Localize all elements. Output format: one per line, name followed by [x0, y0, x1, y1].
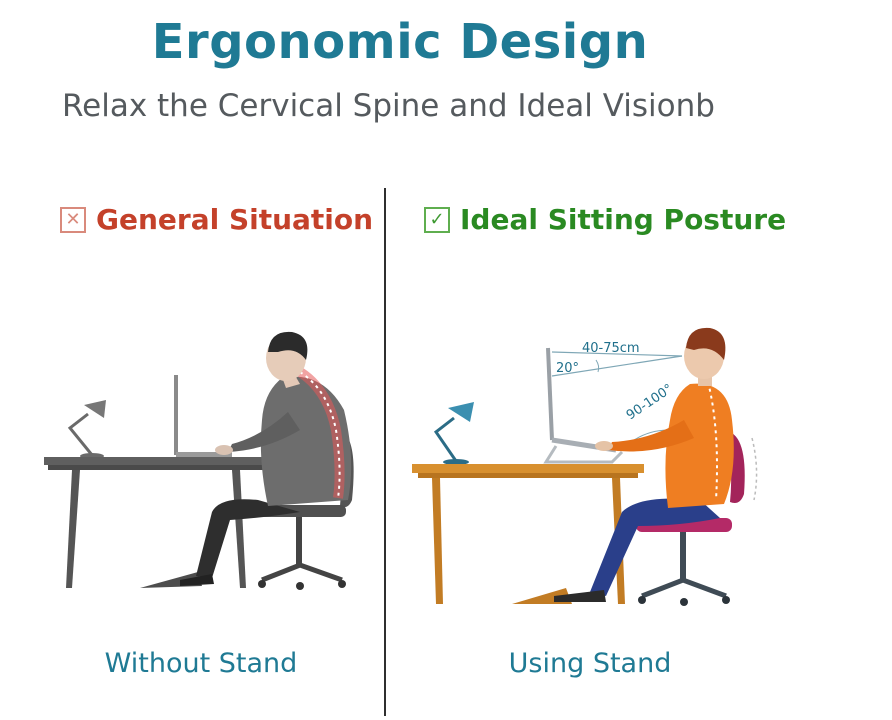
page-title: Ergonomic Design [151, 14, 649, 70]
left-caption: Without Stand [104, 648, 298, 679]
right-scene: 40-75cm 20° 90-100° [412, 327, 758, 606]
left-heading: ✕ General Situation [60, 203, 373, 236]
arm-angle-annotation: 90-100° [624, 381, 676, 423]
left-person [180, 331, 352, 586]
left-laptop [174, 375, 232, 457]
screen-angle-annotation: 20° [556, 361, 579, 376]
distance-annotation: 40-75cm [582, 341, 640, 356]
page-subtitle: Relax the Cervical Spine and Ideal Visio… [62, 88, 715, 124]
right-desk-lamp [433, 402, 474, 465]
check-box-icon: ✓ [424, 206, 450, 233]
right-heading: ✓ Ideal Sitting Posture [424, 203, 786, 236]
left-desk-lamp [67, 400, 106, 459]
right-person [554, 327, 734, 602]
right-caption: Using Stand [508, 648, 672, 679]
left-scene [44, 331, 354, 590]
cross-box-icon: ✕ [60, 206, 86, 233]
left-desk [44, 457, 270, 588]
left-heading-label: General Situation [96, 203, 374, 236]
panel-divider [384, 188, 386, 716]
right-heading-label: Ideal Sitting Posture [460, 203, 787, 236]
